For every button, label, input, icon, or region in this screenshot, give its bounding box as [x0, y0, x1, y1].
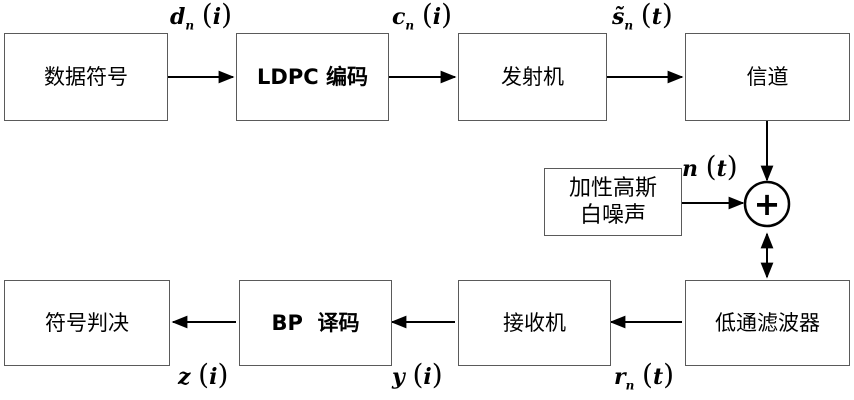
signal-dn: dn (i) [170, 0, 232, 32]
signal-rn: rn (t) [614, 358, 674, 392]
receiver-block: 接收机 [458, 280, 611, 366]
awgn-label-line1: 加性高斯 [569, 175, 657, 203]
signal-z: z (i) [178, 358, 228, 392]
symbol-decision-block: 符号判决 [4, 280, 170, 366]
awgn-block: 加性高斯 白噪声 [544, 168, 682, 236]
data-symbols-block: 数据符号 [4, 33, 168, 121]
data-symbols-label: 数据符号 [44, 64, 128, 90]
symbol-decision-label: 符号判决 [45, 310, 129, 336]
transmitter-label: 发射机 [501, 64, 564, 90]
bp-decoder-block: BP 译码 [239, 280, 392, 366]
signal-cn: cn (i) [392, 0, 452, 32]
awgn-label-line2: 白噪声 [580, 202, 646, 230]
signal-y: y (i) [392, 358, 443, 392]
signal-noise: n (t) [682, 150, 738, 184]
channel-label: 信道 [747, 64, 789, 90]
signal-sn: s̃n (t) [612, 0, 673, 32]
transmitter-block: 发射机 [458, 33, 607, 121]
channel-block: 信道 [685, 33, 850, 121]
ldpc-encoder-label: LDPC 编码 [257, 64, 368, 90]
ldpc-encoder-block: LDPC 编码 [236, 33, 389, 121]
adder-symbol: + [754, 185, 781, 223]
lowpass-filter-label: 低通滤波器 [715, 310, 820, 336]
bp-decoder-label: BP 译码 [271, 310, 359, 336]
lowpass-filter-block: 低通滤波器 [685, 280, 850, 366]
receiver-label: 接收机 [503, 310, 566, 336]
